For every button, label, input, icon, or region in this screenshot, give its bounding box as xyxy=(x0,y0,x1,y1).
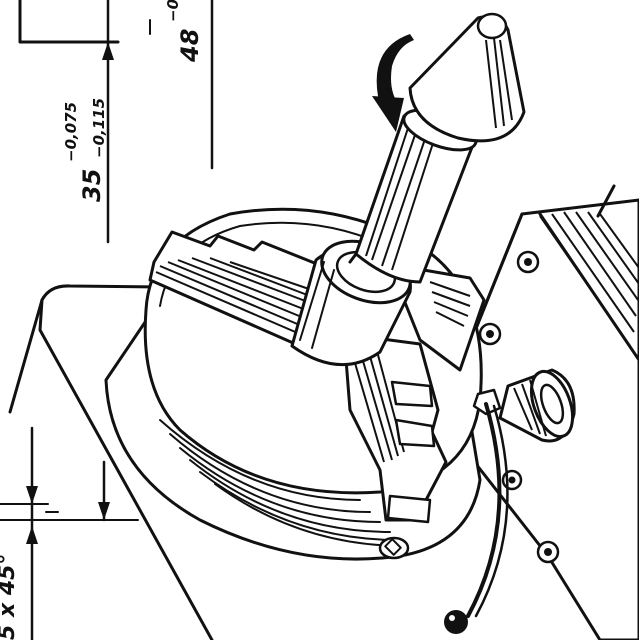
dim-35-upper-tolerance: −0,075 xyxy=(62,102,80,162)
chuck-jaw-bottom xyxy=(342,332,448,524)
chuck-jaw-left xyxy=(148,230,324,348)
chamfer-label: 5 x 45° xyxy=(0,554,20,640)
dim-35-main: 35 xyxy=(78,169,106,202)
workpiece-cone-tip xyxy=(408,12,526,143)
dim-48-tolerance: −0 xyxy=(164,0,182,22)
crank-handle xyxy=(444,368,576,634)
dimension-lines xyxy=(0,0,214,640)
dim-48-main: 48 xyxy=(176,29,204,63)
rotation-arrow-icon xyxy=(372,34,414,132)
dim-35-lower-tolerance: −0,115 xyxy=(90,98,108,158)
lathe-bed xyxy=(8,284,262,640)
chuck-key-socket xyxy=(378,536,410,560)
